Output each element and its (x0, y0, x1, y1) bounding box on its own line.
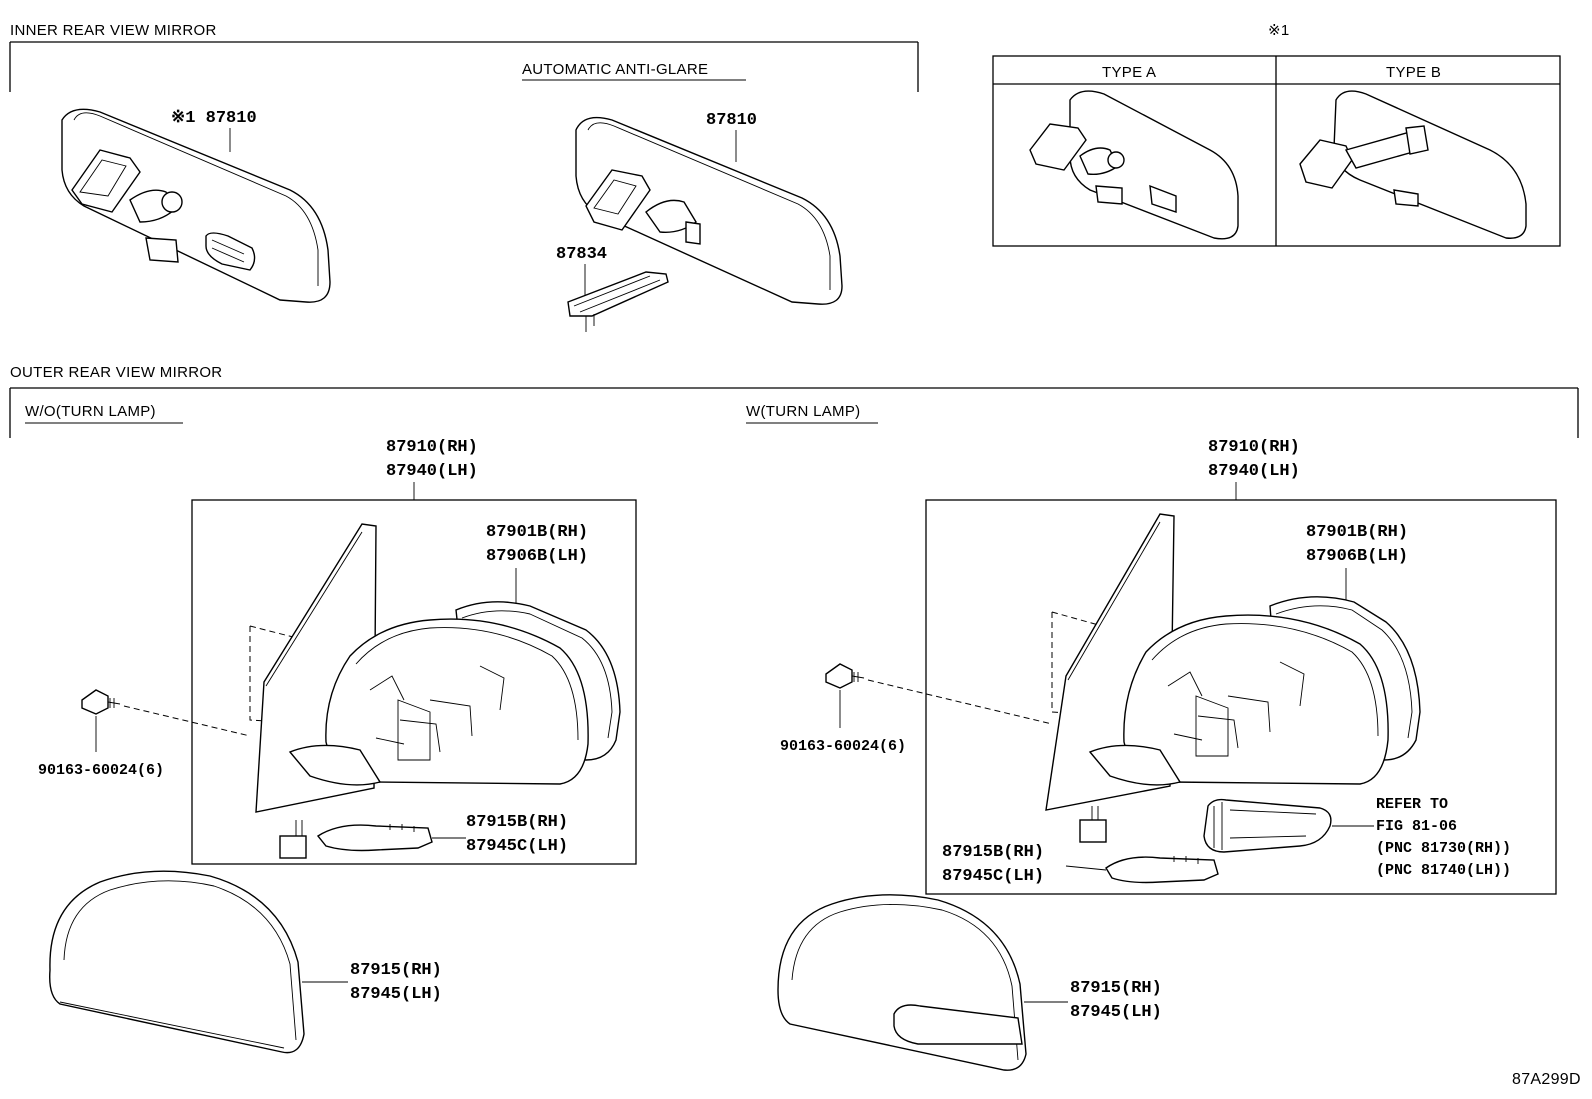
w-cover-lh[interactable]: 87945(LH) (1070, 1003, 1162, 1022)
w-screw-part[interactable]: 90163-60024(6) (780, 738, 906, 755)
wo-cover-rh[interactable]: 87915(RH) (350, 961, 442, 980)
w-assy-rh[interactable]: 87910(RH) (1208, 438, 1300, 457)
wo-outer-mirror-assembly (249, 523, 621, 859)
wo-cover-sub-illustration (316, 824, 433, 852)
w-screw-icon (825, 663, 865, 689)
anti-glare-label: AUTOMATIC ANTI-GLARE (522, 61, 708, 78)
wiring-cover-87834 (567, 271, 669, 332)
inner-mirror-auto-anti-glare (575, 116, 843, 305)
wo-screw-part[interactable]: 90163-60024(6) (38, 762, 164, 779)
refer-line-2[interactable]: FIG 81-06 (1376, 818, 1457, 835)
w-outer-mirror-assembly (1045, 513, 1421, 843)
figure-code: 87A299D (1512, 1071, 1581, 1088)
inner-section-bracket (9, 41, 919, 92)
wo-glass-lh[interactable]: 87906B(LH) (486, 547, 588, 566)
inner-section-title: INNER REAR VIEW MIRROR (10, 22, 217, 39)
w-assy-box (925, 499, 1557, 895)
w-mirror-cover-illustration (777, 894, 1027, 1071)
part-87834[interactable]: 87834 (556, 245, 607, 264)
w-glass-lh[interactable]: 87906B(LH) (1306, 547, 1408, 566)
w-cover-sub-rh[interactable]: 87915B(RH) (942, 843, 1044, 862)
note-mark: ※1 (1268, 22, 1290, 39)
refer-line-3[interactable]: (PNC 81730(RH)) (1376, 840, 1511, 857)
wo-screw-icon (81, 689, 121, 715)
turn-lamp-illustration (1203, 798, 1332, 853)
wo-cover-sub-rh[interactable]: 87915B(RH) (466, 813, 568, 832)
wo-cover-lh[interactable]: 87945(LH) (350, 985, 442, 1004)
part-inner-mirror-right[interactable]: 87810 (706, 111, 757, 130)
type-a-mirror-illustration (1029, 90, 1239, 240)
refer-line-1[interactable]: REFER TO (1376, 796, 1448, 813)
without-turn-lamp-label: W/O(TURN LAMP) (25, 403, 156, 420)
inner-mirror-standard (61, 108, 331, 303)
w-cover-sub-illustration (1105, 856, 1219, 884)
type-a-label: TYPE A (1102, 64, 1156, 81)
wo-cover-sub-lh[interactable]: 87945C(LH) (466, 837, 568, 856)
part-inner-mirror-left[interactable]: ※1 87810 (171, 109, 257, 128)
w-cover-rh[interactable]: 87915(RH) (1070, 979, 1162, 998)
w-assy-lh[interactable]: 87940(LH) (1208, 462, 1300, 481)
w-screw-axis (867, 679, 1053, 725)
type-b-label: TYPE B (1386, 64, 1441, 81)
outer-section-title: OUTER REAR VIEW MIRROR (10, 364, 222, 381)
w-cover-sub-leader (1065, 865, 1107, 871)
wo-screw-axis (123, 705, 251, 737)
w-cover-sub-lh[interactable]: 87945C(LH) (942, 867, 1044, 886)
type-b-mirror-illustration (1299, 90, 1527, 239)
with-turn-lamp-label: W(TURN LAMP) (746, 403, 860, 420)
wo-assy-box (191, 499, 637, 865)
outer-section-bracket (9, 387, 1579, 438)
w-glass-rh[interactable]: 87901B(RH) (1306, 523, 1408, 542)
wo-glass-rh[interactable]: 87901B(RH) (486, 523, 588, 542)
wo-mirror-cover-illustration (49, 870, 305, 1054)
wo-assy-rh[interactable]: 87910(RH) (386, 438, 478, 457)
refer-line-4[interactable]: (PNC 81740(LH)) (1376, 862, 1511, 879)
wo-assy-lh[interactable]: 87940(LH) (386, 462, 478, 481)
